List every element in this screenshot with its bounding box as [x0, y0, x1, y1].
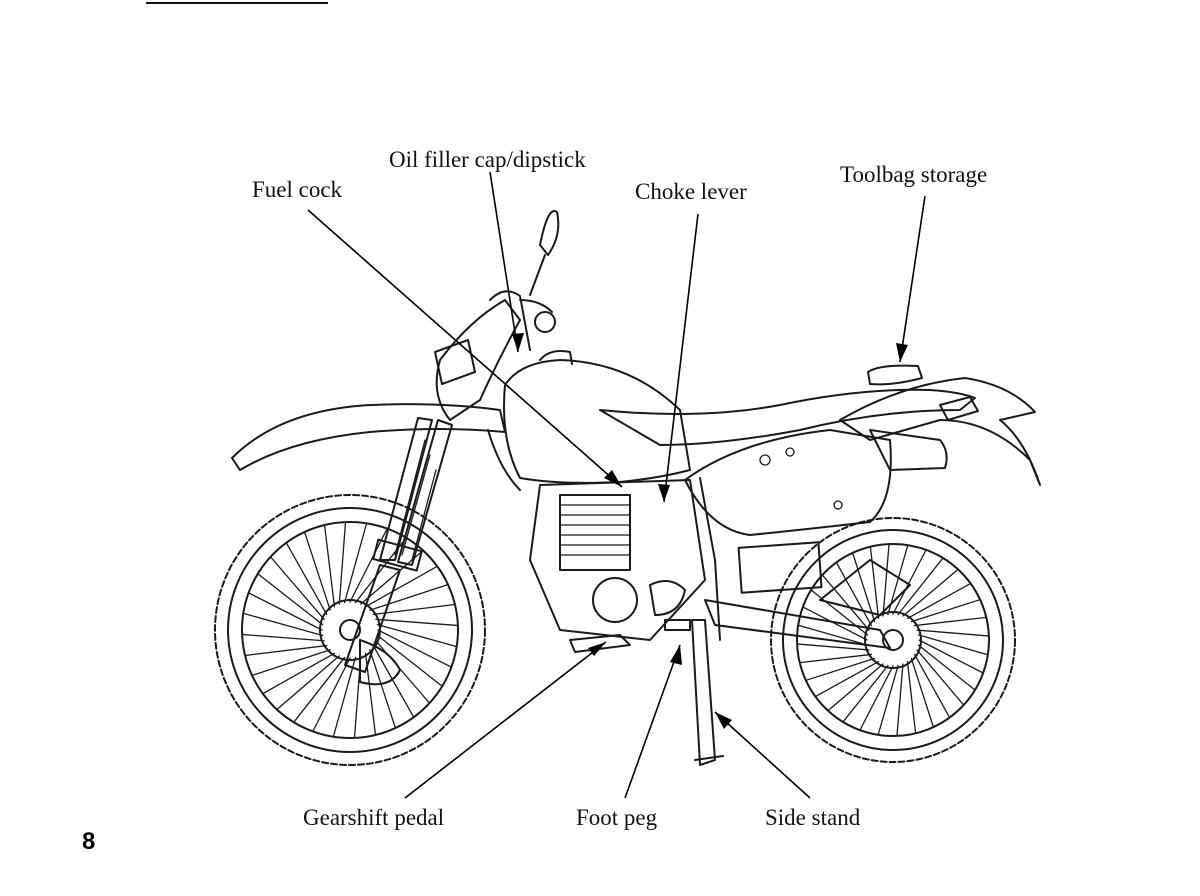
wheel-spoke [312, 657, 351, 732]
side-panel [684, 429, 892, 536]
tail-light [939, 396, 979, 421]
wheel-spoke [257, 573, 324, 626]
engine [529, 479, 706, 641]
headlight-cowl [435, 299, 521, 421]
callout-toolbag-storage: Toolbag storage [840, 162, 988, 187]
wheel-spoke [842, 664, 889, 722]
wheel-spoke [798, 624, 869, 646]
wheel-spoke [822, 575, 870, 631]
wheel-spoke [906, 660, 917, 733]
front-fender [231, 403, 506, 471]
wheel-spoke [918, 639, 983, 674]
wheel-spoke [902, 569, 958, 617]
wheel-spoke [338, 522, 347, 605]
wheel-spoke [806, 657, 876, 681]
wheel-spoke [882, 544, 890, 617]
wheel-spoke [243, 612, 324, 637]
wheel-spoke [800, 653, 873, 664]
side-stand-leg [691, 619, 716, 766]
wheel-spoke [369, 584, 448, 611]
header-rule [146, 2, 328, 4]
frame-downtube [487, 429, 721, 641]
wheel-spoke [245, 644, 328, 656]
gearshift-pedal-shape [569, 634, 631, 653]
callout-gearshift-pedal: Gearshift pedal [303, 805, 445, 830]
wheel-spoke [917, 634, 988, 656]
wheel-spoke [324, 525, 336, 608]
wheel-spoke [815, 660, 880, 697]
callout-foot-peg: Foot peg [576, 805, 658, 830]
front-wheel [214, 494, 486, 766]
wheel-spoke [877, 664, 899, 735]
front-fork [344, 417, 453, 673]
wheel-spoke [913, 616, 986, 627]
wheel-spoke [803, 606, 868, 641]
fuel-tank [503, 359, 691, 484]
wheel-spoke [892, 550, 927, 615]
wheel-spoke [897, 558, 944, 616]
wheel-spoke [270, 556, 325, 620]
wheel-spoke [332, 656, 357, 737]
rear-shock-cover [737, 541, 823, 594]
swingarm [704, 599, 891, 649]
wheel-spoke [248, 592, 323, 631]
wheel-spoke [916, 629, 989, 637]
wheel-spoke [252, 649, 331, 676]
wheel-spoke [304, 532, 331, 611]
wheel-spoke [286, 543, 328, 616]
wheel-spoke [797, 643, 870, 651]
wheel-spoke [916, 649, 964, 705]
wheel-spoke [852, 553, 876, 623]
wheel-spoke [242, 633, 325, 642]
wheel-spoke [372, 604, 455, 616]
foot-peg-shape [664, 619, 691, 631]
wheel-spoke [375, 640, 430, 704]
wheel-spoke [913, 653, 950, 718]
wheel-spoke [276, 655, 340, 710]
callout-oil-filler: Oil filler cap/dipstick [389, 147, 586, 172]
handlebar [489, 210, 560, 351]
wheel-spoke [372, 644, 414, 717]
callout-choke-lever: Choke lever [635, 179, 747, 204]
wheel-spoke [910, 657, 934, 727]
wheel-spoke [910, 599, 980, 623]
wheel-spoke [375, 618, 458, 627]
wheel-spoke [377, 629, 452, 668]
callout-side-stand: Side stand [765, 805, 861, 830]
leader-lines [307, 171, 926, 799]
page-number: 8 [82, 828, 96, 855]
wheel-spoke [343, 523, 368, 604]
wheel-spoke [896, 663, 904, 736]
wheel-spoke [917, 644, 975, 691]
wheel-spoke [263, 652, 336, 694]
wheel-spoke [369, 649, 396, 728]
callout-fuel-cock: Fuel cock [252, 177, 343, 202]
wheel-spoke [859, 665, 894, 730]
wheel-spoke [376, 623, 457, 648]
wheel-spoke [364, 566, 437, 608]
wheel-spoke [906, 583, 971, 620]
rear-wheel [770, 517, 1016, 763]
muffler [869, 429, 948, 471]
toolbag [867, 364, 923, 386]
wheel-spoke [376, 634, 443, 687]
wheel-spoke [869, 547, 880, 620]
wheel-spoke [836, 562, 873, 627]
wheel-spoke [811, 589, 869, 636]
rear-fender [839, 377, 1041, 486]
wheel-spoke [349, 528, 388, 603]
wheel-spoke [293, 656, 346, 723]
seat [599, 388, 976, 446]
wheel-spoke [828, 663, 884, 711]
